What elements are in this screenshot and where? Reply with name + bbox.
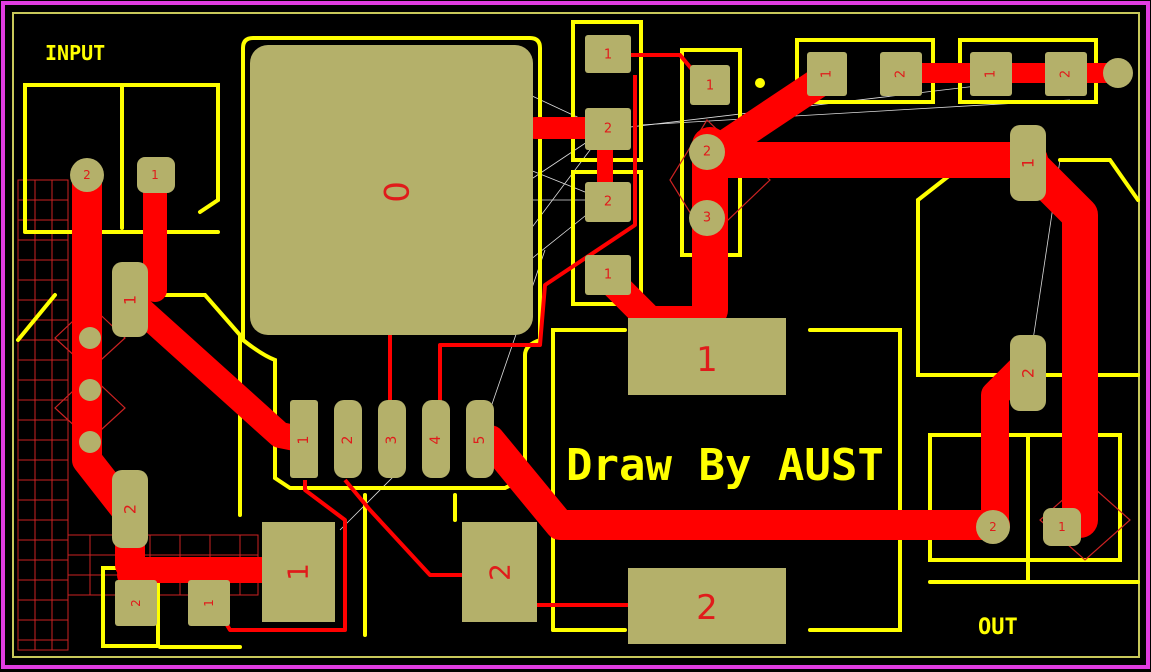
pin1-marker	[755, 78, 765, 88]
label-diode-2: 2	[696, 588, 718, 628]
label-reg-pin1: 1	[296, 436, 312, 445]
label-r-top-a2: 2	[894, 70, 909, 78]
label-bot-big-2: 2	[484, 563, 517, 581]
label-c-left-2: 2	[121, 504, 140, 514]
label-col-r1-2: 2	[604, 122, 612, 137]
r-top-b1-pad	[970, 52, 1012, 96]
bot-big-2-pad	[462, 522, 537, 622]
credit-text: Draw By AUST	[566, 440, 884, 491]
c-left-2-pad	[112, 470, 148, 548]
reg-tab-pad	[250, 45, 533, 335]
label-r-top-b1: 1	[984, 70, 999, 78]
label-reg-pin2: 2	[340, 436, 356, 445]
label-col-r2-2: 2	[604, 195, 612, 210]
label-reg-pin4: 4	[428, 435, 444, 444]
board-outline-inner	[12, 12, 1140, 658]
pot-left-a	[79, 327, 101, 349]
label-col-r2-1: 1	[604, 268, 612, 283]
reg-pin-4-pad	[422, 400, 450, 478]
r-top-b2-pad	[1045, 52, 1087, 96]
bot-small-1-pad	[188, 580, 230, 626]
out-conn-1-pad	[1043, 508, 1081, 546]
input-label: INPUT	[45, 41, 105, 65]
label-big-tab: 0	[375, 181, 415, 203]
label-r-right-1: 1	[1019, 158, 1038, 168]
pot-left-b	[79, 379, 101, 401]
label-diode-1: 1	[696, 340, 718, 380]
label-r-top-a1: 1	[820, 70, 835, 78]
col-r2-1-pad	[585, 255, 631, 295]
output-label: OUT	[978, 615, 1018, 640]
col-r1-1-pad	[585, 35, 631, 73]
r-right-1-pad	[1010, 125, 1046, 201]
r-top-a1-pad	[807, 52, 847, 96]
label-pot-2: 2	[703, 145, 711, 160]
label-out-conn-2: 2	[989, 520, 997, 534]
label-r-right-2: 2	[1019, 368, 1038, 378]
diode-1-pad	[628, 318, 786, 395]
bot-small-2-pad	[115, 580, 157, 626]
label-pot-1: 1	[706, 79, 714, 94]
label-reg-pin5: 5	[472, 436, 488, 445]
label-bot-small-2: 2	[129, 599, 143, 607]
label-in-conn-1: 1	[151, 168, 159, 182]
reg-pin-3-pad	[378, 400, 406, 478]
out-conn-2-pad	[976, 510, 1010, 544]
in-conn-pin1-pad	[137, 157, 175, 193]
label-pot-3: 3	[703, 211, 711, 226]
pot-3-pad	[689, 200, 725, 236]
pads	[70, 35, 1133, 644]
label-col-r1-1: 1	[604, 48, 612, 63]
col-r2-2-pad	[585, 182, 631, 222]
label-r-top-b2: 2	[1059, 70, 1074, 78]
pot-1-pad	[690, 65, 730, 105]
label-bot-small-1: 1	[202, 599, 216, 607]
pot-2-pad	[689, 134, 725, 170]
r-right-2-pad	[1010, 335, 1046, 411]
label-out-conn-1: 1	[1058, 520, 1066, 534]
label-in-conn-2: 2	[83, 168, 91, 182]
reg-pin-5-pad	[466, 400, 494, 478]
reg-pin-2-pad	[334, 400, 362, 478]
via-pad	[1103, 58, 1133, 88]
pot-left-c	[79, 431, 101, 453]
in-conn-pin2-pad	[70, 158, 104, 192]
bot-big-1-pad	[262, 522, 335, 622]
c-left-1-pad	[112, 262, 148, 337]
label-reg-pin3: 3	[384, 436, 400, 445]
label-bot-big-1: 1	[282, 563, 315, 581]
reg-pin-1-pad	[290, 400, 318, 478]
pad-labels: 0 1 2 3 4 5 1 2 1 2 2 1 1 2 1 2 1 2 2 1 …	[83, 48, 1073, 629]
r-top-a2-pad	[880, 52, 922, 96]
label-c-left-1: 1	[121, 295, 140, 305]
diode-2-pad	[628, 568, 786, 644]
col-r1-2-pad	[585, 108, 631, 150]
